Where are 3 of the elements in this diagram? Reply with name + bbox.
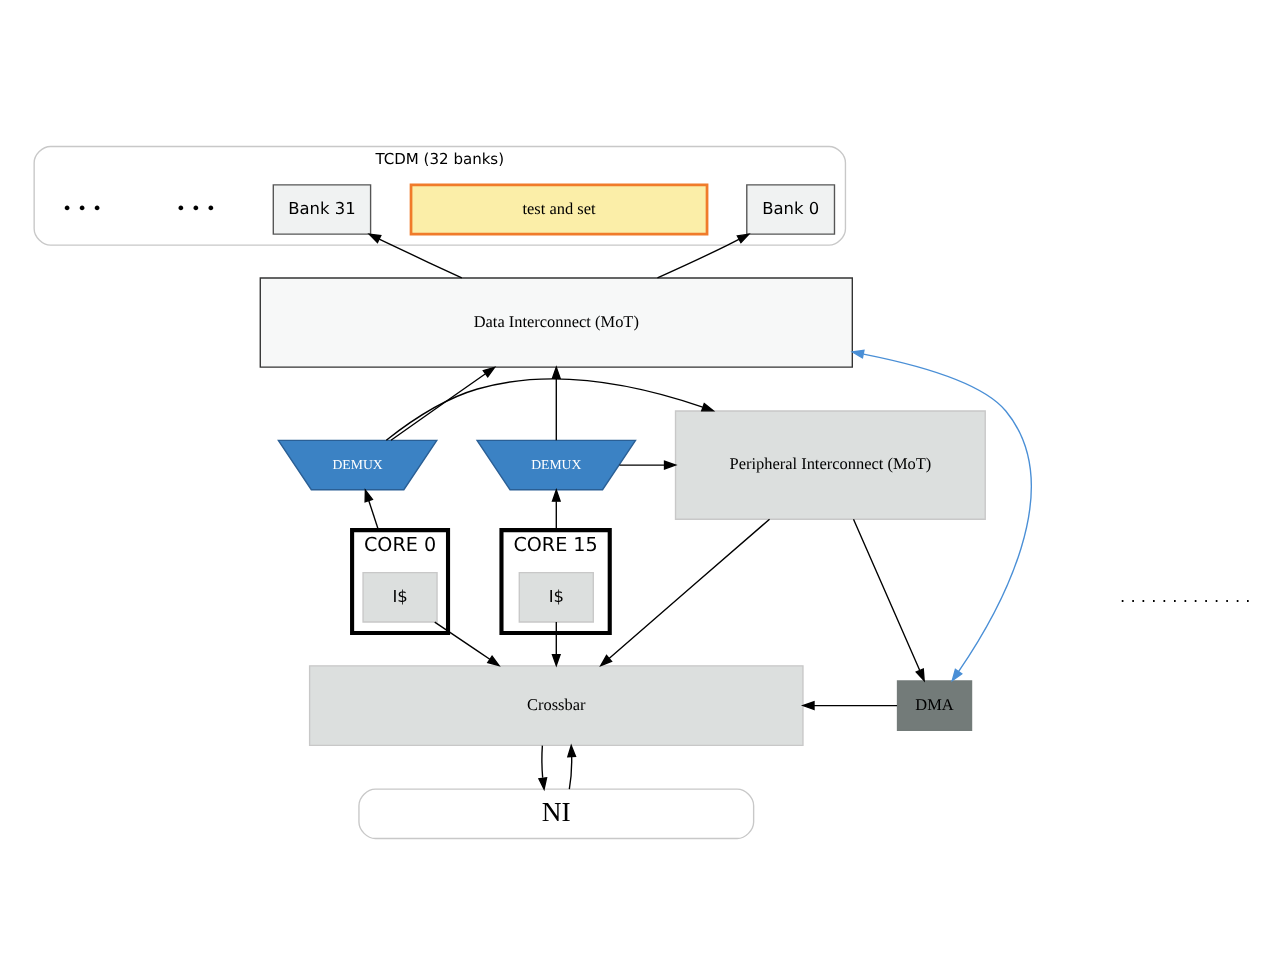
label: . . . . . . . . . . . . . xyxy=(1120,584,1251,605)
label: • • • xyxy=(176,196,216,217)
label: • • • xyxy=(62,196,102,217)
